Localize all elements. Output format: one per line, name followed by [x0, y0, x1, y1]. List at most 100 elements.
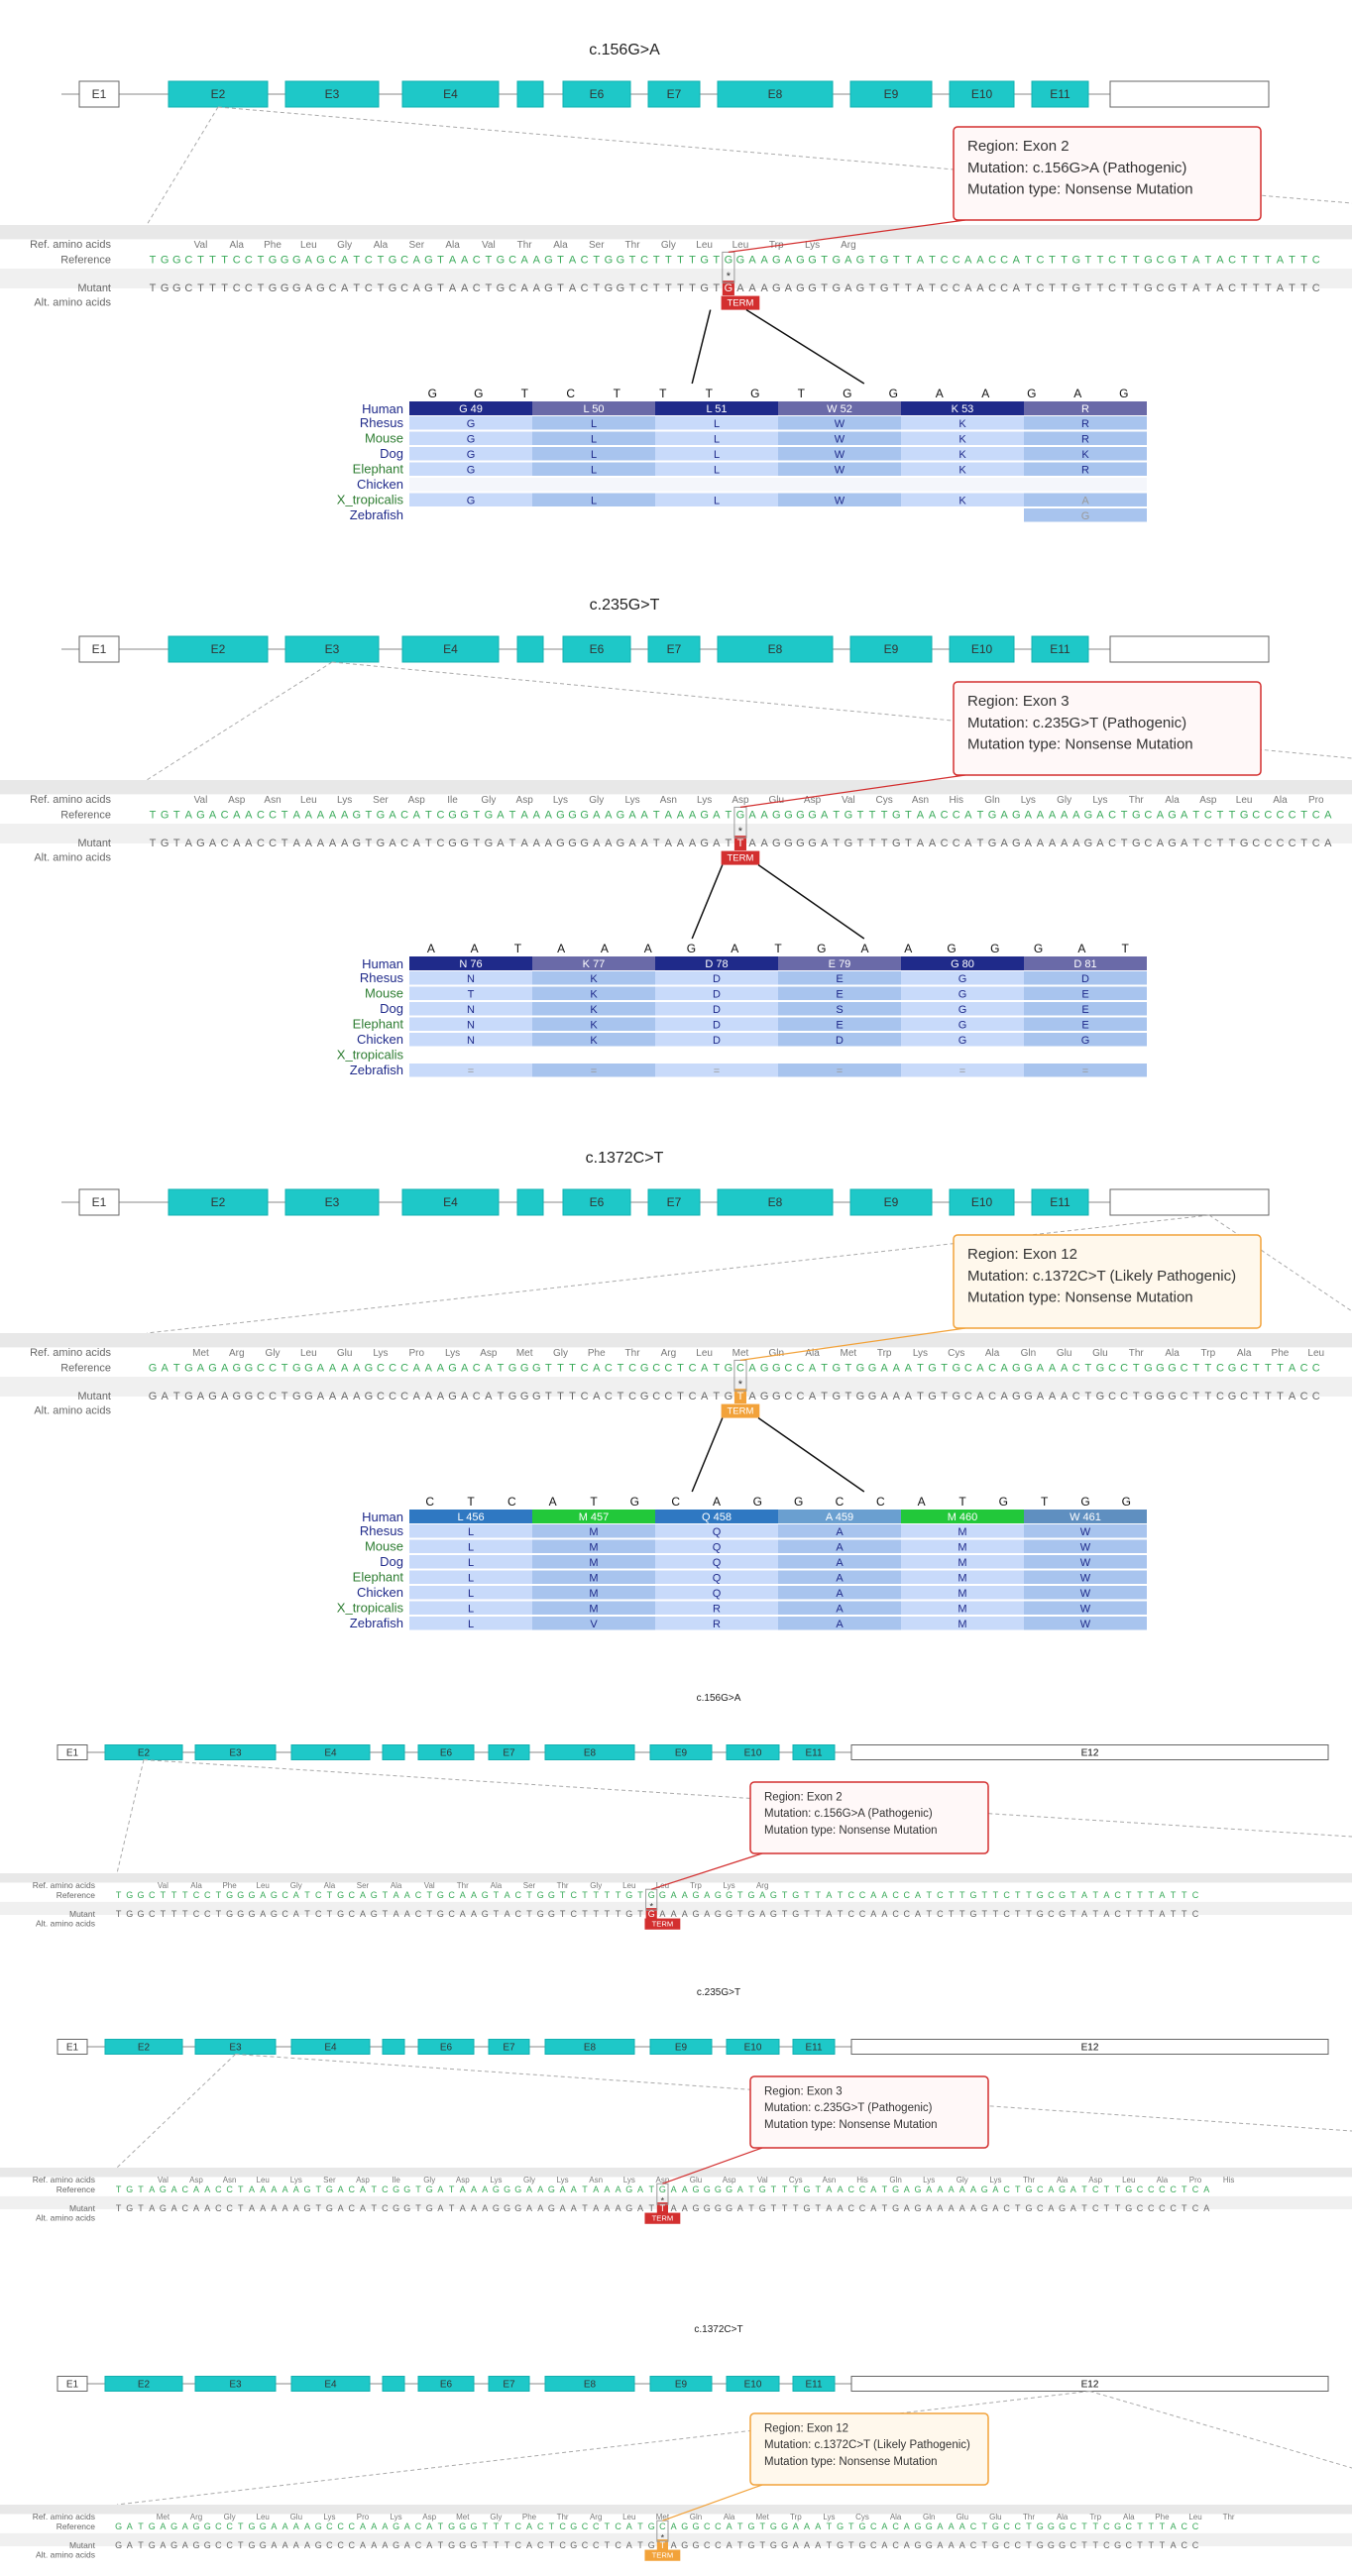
mutant-base-box: [645, 1908, 657, 1921]
mutant-base: G: [747, 2540, 754, 2550]
residue-cell: [778, 462, 901, 476]
residue-cell: [655, 1017, 778, 1031]
mutant-base: G: [497, 282, 506, 294]
residue-cell: [655, 416, 778, 430]
ref-base: G: [772, 809, 781, 821]
callout-line: [739, 1327, 966, 1361]
mutant-base: A: [305, 838, 313, 849]
ref-base: A: [185, 809, 193, 821]
human-residue: G 49: [459, 403, 483, 415]
exon-box-10: [792, 2376, 836, 2392]
ref-base: G: [928, 1362, 937, 1374]
ref-base: A: [1203, 2184, 1209, 2194]
mutant-base: C: [1312, 1391, 1320, 1402]
ref-base: A: [221, 1362, 229, 1374]
mutant-base: C: [382, 2203, 389, 2213]
seq-band-mid: [0, 1377, 1352, 1397]
ref-base: A: [964, 809, 972, 821]
ref-amino-acid: Leu: [300, 240, 317, 251]
ref-base: C: [1264, 809, 1272, 821]
ref-base: G: [281, 254, 289, 266]
mutation-title: c.1372C>T: [586, 1150, 664, 1167]
conservation-nucleotide: C: [566, 387, 575, 400]
exon-box-5: [562, 80, 631, 108]
ref-amino-acid: Lys: [557, 2176, 569, 2184]
mutant-base: T: [1137, 2540, 1143, 2550]
ref-base: A: [949, 2184, 955, 2194]
ref-base: G: [303, 2184, 310, 2194]
mutant-base: G: [352, 838, 361, 849]
mutation-text: Mutation: c.235G>T (Pathogenic): [764, 2102, 933, 2114]
ref-base: T: [848, 2521, 854, 2531]
ref-base: A: [1171, 2521, 1177, 2531]
mutant-base: A: [917, 838, 925, 849]
exon-label: E10: [744, 1748, 762, 1759]
exon-label: E4: [443, 1195, 458, 1209]
residue-cell: [778, 1601, 901, 1615]
mutant-base: T: [1092, 2540, 1098, 2550]
exon-box-1: [168, 80, 269, 108]
row-label-ref-aa: Ref. amino acids: [30, 794, 111, 806]
mutant-base: T: [494, 1909, 500, 1919]
ref-base: C: [349, 2184, 356, 2194]
zoom-line-right: [1208, 1214, 1352, 1312]
ref-amino-acid: Asn: [912, 795, 929, 806]
mutation-star: *: [727, 271, 732, 282]
ref-base: T: [116, 1890, 122, 1900]
mutant-base: C: [1182, 2540, 1188, 2550]
ref-base: A: [748, 1362, 756, 1374]
conservation-nucleotide: G: [1027, 387, 1036, 400]
mutant-base: C: [784, 1391, 792, 1402]
ref-base: A: [1181, 809, 1188, 821]
mutant-base: G: [377, 838, 386, 849]
residue: G: [467, 465, 476, 477]
ref-base: T: [845, 1362, 851, 1374]
ref-base: A: [317, 809, 325, 821]
ref-base: T: [171, 1890, 177, 1900]
mutant-base: G: [715, 2203, 722, 2213]
mutant-base: A: [593, 1391, 601, 1402]
zoom-line-right: [235, 2054, 1352, 2132]
mutant-base: T: [304, 1909, 310, 1919]
ref-base: A: [413, 1362, 421, 1374]
mutant-base: C: [953, 838, 960, 849]
ref-base: A: [727, 2521, 732, 2531]
mutant-base: G: [292, 282, 301, 294]
ref-base: A: [485, 1362, 493, 1374]
ref-base: A: [926, 2184, 932, 2194]
ref-base: C: [365, 254, 373, 266]
mutant-base: G: [1025, 2203, 1032, 2213]
conservation-nucleotide: A: [1073, 387, 1081, 400]
exon-label: E9: [675, 1748, 688, 1759]
ref-base: A: [1070, 2184, 1076, 2194]
mutant-base: G: [760, 1391, 769, 1402]
callout-line: [651, 1852, 763, 1890]
mutant-base: C: [1126, 2540, 1133, 2550]
mutant-base: G: [747, 1909, 754, 1919]
conservation-nucleotide: G: [817, 942, 826, 955]
mutant-base: A: [1203, 2203, 1209, 2213]
mutant-base: T: [365, 838, 372, 849]
residue-cell: [409, 462, 532, 476]
mutant-base: A: [964, 282, 972, 294]
mutant-base: T: [993, 1909, 999, 1919]
residue-cell: [409, 447, 532, 461]
ref-base: T: [1025, 254, 1032, 266]
ref-base: G: [868, 1362, 877, 1374]
ref-base: C: [1144, 809, 1152, 821]
ref-base: C: [1181, 1362, 1188, 1374]
residue-cell: [655, 1524, 778, 1538]
ref-base: A: [260, 1890, 266, 1900]
exon-box-10: [1031, 635, 1089, 663]
mutant-base: A: [1289, 1391, 1296, 1402]
mutant-base: A: [1159, 1909, 1165, 1919]
mutant-base: G: [316, 282, 325, 294]
residue-cell: [1024, 1539, 1147, 1553]
mutant-base: A: [926, 2203, 932, 2213]
residue-cell: [655, 478, 778, 492]
ref-base: T: [677, 1362, 684, 1374]
ref-amino-acid: Glu: [337, 1348, 353, 1359]
mutant-base: A: [1013, 282, 1021, 294]
mutant-base: T: [1253, 1391, 1260, 1402]
mutant-base: C: [941, 282, 949, 294]
